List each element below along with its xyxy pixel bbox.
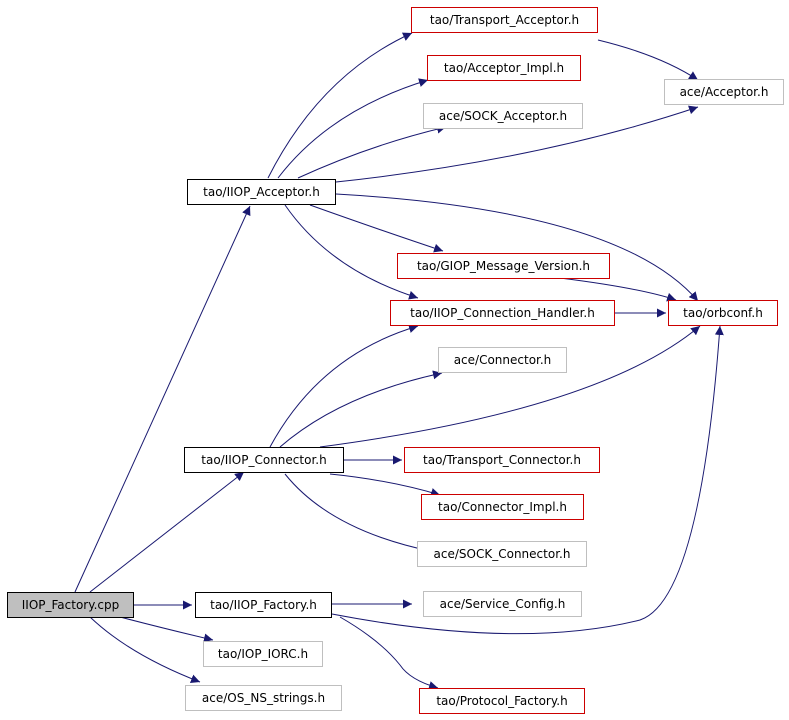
- edge-factory-cpp-to-os-ns-strings: [89, 616, 201, 683]
- edge-acceptor-to-giop-version: [309, 204, 444, 253]
- node-iop-iorc-h[interactable]: tao/IOP_IORC.h: [203, 641, 323, 667]
- node-iiop-connection-handler-h[interactable]: tao/IIOP_Connection_Handler.h: [390, 300, 615, 326]
- node-acceptor-impl-h[interactable]: tao/Acceptor_Impl.h: [427, 55, 581, 81]
- node-iiop-factory-h[interactable]: tao/IIOP_Factory.h: [195, 592, 332, 618]
- node-transport-acceptor-h[interactable]: tao/Transport_Acceptor.h: [411, 7, 598, 33]
- edge-transport-acceptor-to-ace-acceptor: [597, 39, 699, 81]
- edge-connector-to-ace-connector: [279, 370, 443, 448]
- node-service-config-h[interactable]: ace/Service_Config.h: [423, 591, 582, 617]
- edge-connector-to-connector-impl: [329, 473, 441, 497]
- node-ace-acceptor-h[interactable]: ace/Acceptor.h: [664, 79, 784, 105]
- node-iiop-acceptor-h[interactable]: tao/IIOP_Acceptor.h: [187, 179, 336, 205]
- edge-acceptor-to-transport-acceptor: [267, 32, 413, 179]
- node-orbconf-h[interactable]: tao/orbconf.h: [668, 300, 778, 326]
- node-giop-message-version-h[interactable]: tao/GIOP_Message_Version.h: [397, 253, 610, 279]
- edge-acceptor-to-acceptor-impl: [277, 78, 429, 179]
- node-os-ns-strings-h[interactable]: ace/OS_NS_strings.h: [185, 685, 342, 711]
- edge-factory-cpp-to-iiop-connector: [89, 471, 245, 593]
- node-sock-connector-h[interactable]: ace/SOCK_Connector.h: [417, 541, 587, 567]
- edge-acceptor-to-connection-handler: [284, 204, 419, 300]
- edge-connector-to-sock-connector: [284, 473, 431, 554]
- edge-connector-to-orbconf: [319, 325, 701, 448]
- edge-acceptor-to-ace-acceptor: [335, 105, 699, 183]
- node-sock-acceptor-h[interactable]: ace/SOCK_Acceptor.h: [423, 103, 583, 129]
- edge-acceptor-to-orbconf: [335, 193, 699, 302]
- node-transport-connector-h[interactable]: tao/Transport_Connector.h: [404, 447, 600, 473]
- node-iiop-connector-h[interactable]: tao/IIOP_Connector.h: [184, 447, 344, 473]
- node-ace-connector-h[interactable]: ace/Connector.h: [438, 347, 567, 373]
- edge-connector-to-connection-handler: [269, 324, 419, 448]
- node-iiop-factory-cpp[interactable]: IIOP_Factory.cpp: [7, 592, 134, 618]
- edge-factory-cpp-to-iop-iorc: [119, 616, 214, 643]
- edge-giop-version-to-orbconf: [559, 277, 677, 302]
- edge-acceptor-to-sock-acceptor: [297, 124, 447, 179]
- edge-factory-cpp-to-iiop-acceptor: [74, 205, 251, 593]
- edge-factory-h-to-protocol-factory: [339, 616, 439, 690]
- node-protocol-factory-h[interactable]: tao/Protocol_Factory.h: [419, 688, 585, 714]
- node-connector-impl-h[interactable]: tao/Connector_Impl.h: [421, 494, 584, 520]
- edge-factory-h-to-orbconf: [331, 325, 724, 635]
